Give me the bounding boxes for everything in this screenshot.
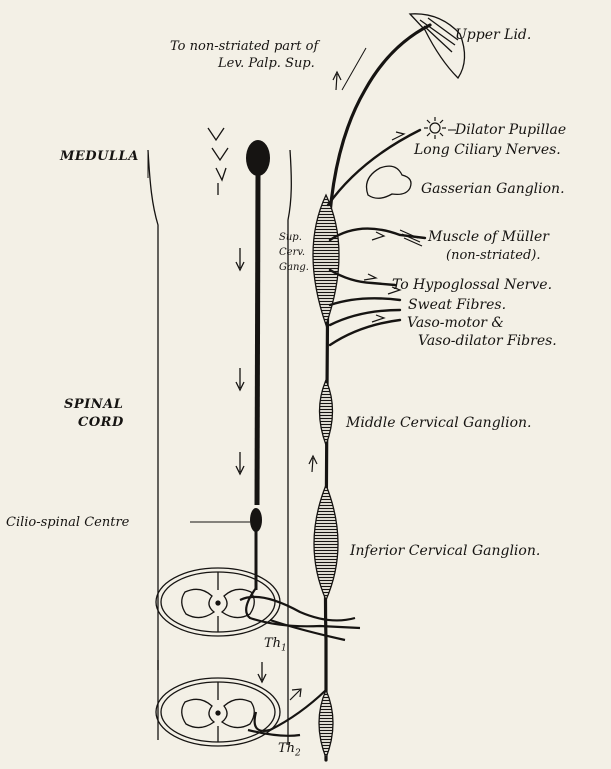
sup-cerv-gang-label-1: Sup. [279, 233, 302, 243]
cord-label: CORD [78, 416, 124, 429]
middle-cervical-ganglion-label: Middle Cervical Ganglion. [346, 416, 532, 430]
sympathetic-trunk [326, 25, 431, 760]
th1-text: Th [264, 636, 281, 651]
to-hypoglossal-label: To Hypoglossal Nerve. [392, 278, 552, 292]
spinal-cord-outline [148, 150, 291, 745]
sup-cerv-gang-label-3: Gang. [279, 263, 309, 273]
inferior-cervical-ganglion [314, 485, 338, 600]
inferior-cervical-ganglion-label: Inferior Cervical Ganglion. [350, 544, 540, 558]
long-ciliary-nerves-label: Long Ciliary Nerves. [414, 143, 561, 157]
gasserian-ganglion-label: Gasserian Ganglion. [421, 182, 565, 196]
th2-subscript: 2 [295, 749, 301, 759]
central-neuron [190, 140, 270, 590]
thoracic-ganglion [319, 690, 333, 758]
medulla-label: MEDULLA [60, 150, 139, 163]
spinal-label: SPINAL [64, 398, 123, 411]
upper-lid-label: Upper Lid. [455, 28, 531, 42]
rami-communicantes [240, 588, 360, 736]
lev-palp-line2-label: Lev. Palp. Sup. [218, 57, 315, 70]
spinal-cross-section-th1 [156, 568, 280, 636]
sweat-fibres-label: Sweat Fibres. [408, 298, 506, 312]
vaso-dilator-label: Vaso-dilator Fibres. [418, 334, 557, 348]
superior-cervical-ganglion [313, 195, 339, 325]
non-striated-label: (non-striated). [446, 249, 541, 262]
middle-cervical-ganglion [320, 380, 333, 445]
muscle-of-muller-label: Muscle of Müller [428, 230, 549, 244]
th2-text: Th [278, 741, 295, 756]
th2-label: Th2 [278, 742, 301, 759]
cilio-spinal-centre-label: Cilio-spinal Centre [6, 516, 129, 529]
dilator-pupillae-label: Dilator Pupillae [455, 123, 566, 137]
sup-cerv-gang-label-2: Cerv. [279, 248, 305, 258]
upper-lid-shape [410, 14, 465, 78]
th1-label: Th1 [264, 637, 287, 654]
spinal-cross-section-th2 [156, 678, 280, 746]
medulla-chevrons [208, 128, 228, 195]
vaso-motor-label: Vaso-motor & [407, 316, 504, 330]
lev-palp-line1-label: To non-striated part of [170, 40, 318, 53]
gasserian-ganglion-shape [367, 166, 412, 198]
dilator-pupillae-sunburst [424, 117, 446, 139]
th1-subscript: 1 [281, 644, 287, 654]
